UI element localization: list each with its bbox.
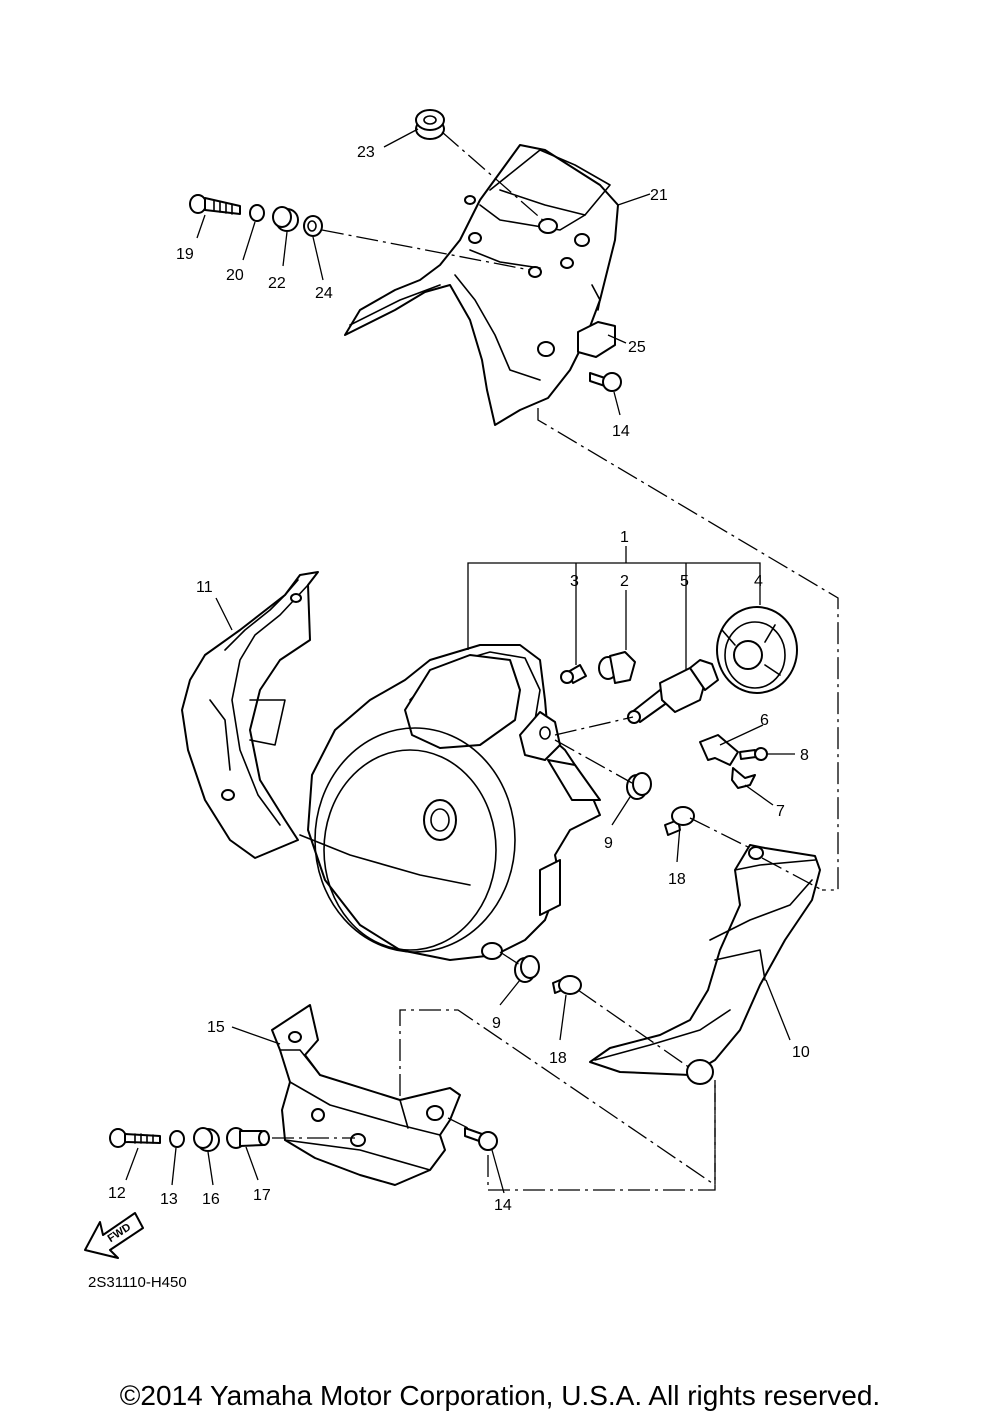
bolt-19 xyxy=(189,194,241,215)
callout-6: 6 xyxy=(760,712,769,729)
grommet-9-upper xyxy=(626,772,652,800)
headlight-upper-bracket xyxy=(344,144,619,426)
fwd-arrow-icon: FWD xyxy=(84,1212,144,1259)
callout-2: 2 xyxy=(620,573,629,590)
bolt-12 xyxy=(109,1128,161,1148)
callout-9-upper: 9 xyxy=(604,835,613,852)
headlight-cover-right xyxy=(181,571,319,859)
callout-16: 16 xyxy=(202,1191,220,1208)
nut-24 xyxy=(303,215,323,237)
collar-16 xyxy=(193,1127,220,1152)
assembly-lines xyxy=(272,131,839,1191)
callout-24: 24 xyxy=(315,285,333,302)
collar-18-lower xyxy=(552,975,582,995)
callout-7: 7 xyxy=(776,803,785,820)
bolt-8 xyxy=(739,747,768,761)
callout-4: 4 xyxy=(754,573,763,590)
callout-5: 5 xyxy=(680,573,689,590)
callout-13: 13 xyxy=(160,1191,178,1208)
collar-18-upper xyxy=(664,806,695,836)
callout-8: 8 xyxy=(800,747,809,764)
callout-20: 20 xyxy=(226,267,244,284)
copyright-notice: ©2014 Yamaha Motor Corporation, U.S.A. A… xyxy=(119,1380,881,1411)
leader-lines xyxy=(125,128,795,1194)
clamp-7 xyxy=(731,767,756,789)
washer-20 xyxy=(249,204,265,222)
callout-12: 12 xyxy=(108,1185,126,1202)
collar-22 xyxy=(272,206,299,232)
callout-21: 21 xyxy=(650,187,668,204)
bulb-cover-4 xyxy=(716,606,798,694)
callout-3: 3 xyxy=(570,573,579,590)
headlight-lower-bracket xyxy=(271,1004,461,1186)
headlight-unit xyxy=(299,644,601,961)
callout-17: 17 xyxy=(253,1187,271,1204)
callout-25: 25 xyxy=(628,339,646,356)
callout-10: 10 xyxy=(792,1044,810,1061)
callout-14-lower: 14 xyxy=(494,1197,512,1214)
bracket-6 xyxy=(699,734,739,766)
grommet-23 xyxy=(415,109,445,140)
callout-23: 23 xyxy=(357,144,375,161)
callout-18-upper: 18 xyxy=(668,871,686,888)
callout-15: 15 xyxy=(207,1019,225,1036)
diagram-code: 2S31110-H450 xyxy=(88,1274,187,1291)
callout-1: 1 xyxy=(620,529,629,546)
callout-numbers: 1 2 3 4 5 6 7 8 9 9 10 11 12 13 14 14 15… xyxy=(108,144,810,1214)
socket-2 xyxy=(598,651,636,684)
cushion-25 xyxy=(577,321,616,358)
callout-18-lower: 18 xyxy=(549,1050,567,1067)
callout-22: 22 xyxy=(268,275,286,292)
halogen-bulb-5 xyxy=(627,659,719,724)
grommet-17 xyxy=(226,1127,270,1149)
bolt-14-lower xyxy=(464,1127,498,1151)
headlight-cover-left xyxy=(589,844,821,1085)
callout-14-upper: 14 xyxy=(612,423,630,440)
grommet-9-lower xyxy=(514,955,540,983)
bolt-14-upper xyxy=(589,372,622,392)
callout-19: 19 xyxy=(176,246,194,263)
washer-13 xyxy=(169,1130,185,1148)
bulb-3 xyxy=(560,664,587,684)
callout-9-lower: 9 xyxy=(492,1015,501,1032)
callout-11: 11 xyxy=(196,579,213,596)
